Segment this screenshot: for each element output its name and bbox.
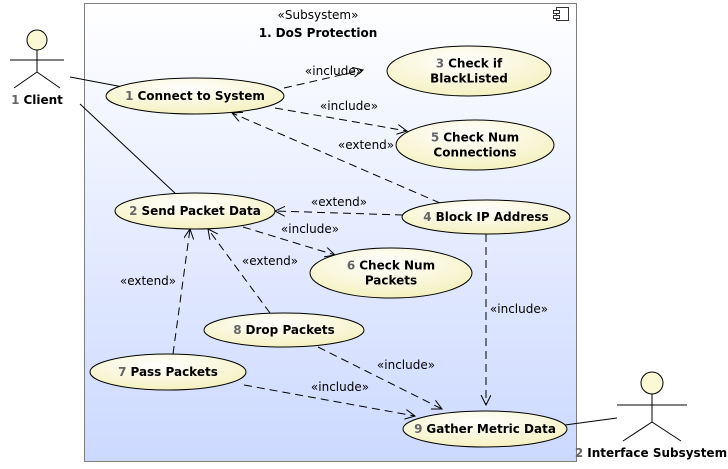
use-case-label: BlackListed [430,72,508,86]
use-case-label: 9 Gather Metric Data [414,422,556,436]
use-case-label: Connections [433,146,516,160]
use-case-name: Drop Packets [246,323,335,337]
association-client-connect-to-system[interactable] [69,76,124,88]
actor-client-label: 1 Client [11,93,63,107]
extend-label: «extend» [120,274,176,288]
use-case-send-packet-data[interactable]: 2 Send Packet Data [114,192,276,230]
include-arrow [242,226,335,255]
use-case-number: 1 [125,89,133,103]
use-case-name: Pass Packets [130,365,217,379]
extend-relationship-drop-packets-to-send-packet-data[interactable]: «extend» [208,229,298,314]
include-label: «include» [377,358,435,372]
include-arrow [317,346,442,409]
extend-arrow [208,229,271,314]
use-case-ellipse [386,45,552,97]
subsystem-number: 1. [259,26,272,40]
use-case-block-ip-address[interactable]: 4 Block IP Address [401,199,571,235]
use-case-number: 5 [431,131,439,145]
use-case-label: 6 Check Num [347,259,435,273]
actor-interface-subsystem-label: 2 Interface Subsystem [575,446,727,460]
use-case-ellipse [203,312,365,348]
include-label: «include» [281,222,339,236]
use-case-ellipse [114,192,276,230]
actor-interface-subsystem-name: Interface Subsystem [587,446,727,460]
extend-arrow [275,211,404,215]
actor-interface-subsystem-figure [617,371,687,442]
use-case-drop-packets[interactable]: 8 Drop Packets [203,312,365,348]
use-case-ellipse [395,119,555,171]
use-case-label: 5 Check Num [431,131,519,145]
use-case-name: Check Num [443,131,519,145]
subsystem-stereotype: «Subsystem» [278,8,359,22]
extend-relationship-block-ip-address-to-connect-to-system[interactable]: «extend» [232,113,441,204]
actor-client[interactable]: 1 Client [10,29,64,107]
association-interface-subsystem-gather-metric-data[interactable] [564,417,618,426]
include-label: «include» [305,64,363,78]
use-case-label: 7 Pass Packets [118,365,218,379]
include-relationship-pass-packets-to-gather-metric-data[interactable]: «include» [243,380,415,416]
actor-interface-subsystem[interactable]: 2 Interface Subsystem [575,371,727,460]
actor-client-number: 1 [11,93,19,107]
extend-label: «extend» [311,195,367,209]
use-case-number: 2 [129,204,137,218]
use-case-ellipse [89,353,247,391]
use-case-ellipse [402,410,568,448]
actor-client-figure [10,29,64,89]
include-relationship-connect-to-system-to-check-num-connections[interactable]: «include» [274,99,407,131]
use-case-label: 2 Send Packet Data [129,204,261,218]
use-case-name: Gather Metric Data [426,422,556,436]
association-lines [69,76,618,426]
use-case-number: 7 [118,365,126,379]
use-case-name: Connect to System [137,89,264,103]
include-arrow [283,70,363,89]
include-label: «include» [490,302,548,316]
extend-arrow [172,229,190,355]
use-case-label: 3 Check if [436,57,503,71]
subsystem-title: 1. DoS Protection [259,26,378,40]
use-case-ellipse [105,77,285,115]
include-label: «include» [311,380,369,394]
include-label: «include» [320,99,378,113]
actor-client-name: Client [23,93,63,107]
use-case-name: Block IP Address [436,210,549,224]
use-case-ellipse [309,247,473,299]
extend-relationship-pass-packets-to-send-packet-data[interactable]: «extend» [120,229,190,355]
use-case-label: 4 Block IP Address [423,210,548,224]
extend-label: «extend» [338,138,394,152]
extend-label: «extend» [242,254,298,268]
use-case-number: 4 [423,210,431,224]
include-arrow [274,107,407,131]
subsystem-icon [553,7,569,21]
use-case-gather-metric-data[interactable]: 9 Gather Metric Data [402,410,568,448]
subsystem-name: DoS Protection [276,26,378,40]
use-case-connect-to-system[interactable]: 1 Connect to System [105,77,285,115]
use-case-number: 3 [436,57,444,71]
use-case-pass-packets[interactable]: 7 Pass Packets [89,353,247,391]
include-relationship-block-ip-address-to-gather-metric-data[interactable]: «include» [486,234,548,405]
use-case-label: Packets [365,274,417,288]
use-case-number: 8 [233,323,241,337]
extend-relationship-block-ip-address-to-send-packet-data[interactable]: «extend» [275,195,404,215]
use-case-label: 8 Drop Packets [233,323,335,337]
association-client-send-packet-data[interactable] [79,103,178,196]
use-case-label: 1 Connect to System [125,89,265,103]
use-case-name: Send Packet Data [141,204,260,218]
use-case-name: Check Num [359,259,435,273]
actor-interface-subsystem-number: 2 [575,446,583,460]
dependency-lines: «include» «include» «extend» «extend» «inclu… [120,64,548,416]
extend-arrow [232,113,441,204]
include-relationship-send-packet-data-to-check-num-packets[interactable]: «include» [242,222,339,255]
use-case-name: Check if [448,57,503,71]
use-case-ellipse [401,199,571,235]
include-relationship-connect-to-system-to-check-if-blacklisted[interactable]: «include» [283,64,363,89]
include-arrow [243,384,415,416]
use-case-number: 9 [414,422,422,436]
include-relationship-drop-packets-to-gather-metric-data[interactable]: «include» [317,346,442,409]
use-case-number: 6 [347,259,355,273]
